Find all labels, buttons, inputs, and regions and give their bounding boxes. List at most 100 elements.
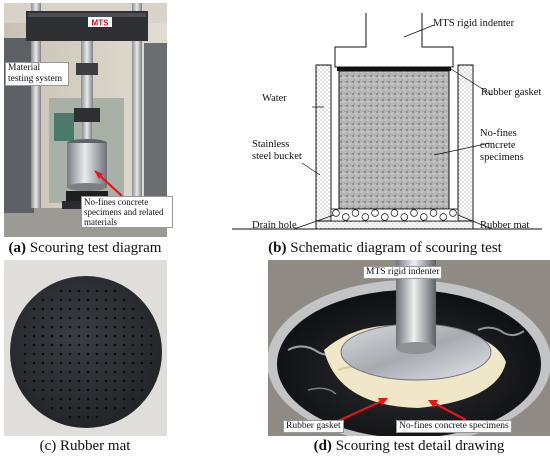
mat-hole: [59, 352, 63, 356]
mat-hole: [77, 370, 81, 374]
mat-hole: [131, 325, 135, 329]
arrow-to-gasket: [335, 399, 385, 423]
scouring-test-schematic: [232, 13, 542, 230]
mat-hole: [122, 379, 126, 383]
mat-hole: [131, 397, 135, 401]
mat-hole: [86, 352, 90, 356]
mat-hole: [77, 307, 81, 311]
mat-hole: [50, 325, 54, 329]
mat-hole: [95, 415, 99, 419]
mat-hole: [122, 307, 126, 311]
mat-hole: [95, 325, 99, 329]
mat-hole: [131, 316, 135, 320]
mat-hole: [68, 316, 72, 320]
caption-b: (b) Schematic diagram of scouring test: [268, 240, 502, 256]
mat-hole: [41, 334, 45, 338]
mat-hole: [23, 370, 27, 374]
mat-hole: [32, 307, 36, 311]
mat-hole: [77, 406, 81, 410]
mat-hole: [140, 379, 144, 383]
mat-hole: [77, 397, 81, 401]
mat-hole: [122, 388, 126, 392]
drain-hole: [390, 209, 399, 217]
mat-hole: [23, 352, 27, 356]
mat-hole: [104, 361, 108, 365]
mat-hole: [32, 379, 36, 383]
mat-hole: [104, 379, 108, 383]
mat-hole: [50, 316, 54, 320]
mat-hole: [140, 370, 144, 374]
mat-hole: [59, 343, 63, 347]
mat-hole: [131, 334, 135, 338]
mat-hole: [122, 361, 126, 365]
drain-holes: [332, 209, 457, 221]
mat-hole: [41, 343, 45, 347]
mat-hole: [77, 289, 81, 293]
mat-hole: [122, 316, 126, 320]
mat-hole: [68, 307, 72, 311]
drain-hole: [381, 213, 389, 221]
caption-d: (d) Scouring test detail drawing: [313, 438, 505, 454]
mat-hole: [95, 343, 99, 347]
drain-hole: [400, 213, 409, 221]
mat-hole: [59, 316, 63, 320]
mat-hole: [68, 397, 72, 401]
bucket-wall-left: [315, 64, 332, 230]
rubber-mat-photo: [4, 260, 167, 436]
mat-hole: [68, 343, 72, 347]
caption-c: (c) Rubber mat: [39, 438, 131, 454]
mat-hole: [32, 388, 36, 392]
arrow-to-specimens-d: [431, 401, 467, 421]
mat-hole: [113, 352, 117, 356]
mat-hole: [86, 298, 90, 302]
drain-hole: [449, 209, 457, 217]
mat-hole: [50, 397, 54, 401]
mat-hole: [131, 361, 135, 365]
mat-hole: [77, 343, 81, 347]
mat-hole: [23, 379, 27, 383]
mat-hole: [104, 397, 108, 401]
mat-hole: [95, 361, 99, 365]
mat-hole: [41, 298, 45, 302]
mat-hole: [41, 379, 45, 383]
mat-hole: [77, 361, 81, 365]
mat-hole: [32, 325, 36, 329]
mat-hole: [23, 343, 27, 347]
drain-hole: [429, 209, 438, 217]
mat-hole: [59, 298, 63, 302]
label-d-mts-indenter: MTS rigid indenter: [363, 266, 443, 279]
mat-hole: [113, 406, 117, 410]
mat-hole: [122, 352, 126, 356]
mat-hole: [86, 388, 90, 392]
mat-hole: [104, 289, 108, 293]
mat-hole: [113, 307, 117, 311]
mat-hole: [77, 415, 81, 419]
mat-hole: [86, 361, 90, 365]
mat-hole: [140, 316, 144, 320]
mat-hole: [32, 316, 36, 320]
mat-hole: [59, 388, 63, 392]
mat-hole: [86, 316, 90, 320]
panel-d-photo: [268, 260, 550, 436]
rubber-gasket: [337, 67, 451, 71]
mat-hole: [104, 343, 108, 347]
rigid-indenter: [334, 13, 454, 68]
mat-hole: [41, 388, 45, 392]
mat-hole: [86, 325, 90, 329]
mat-hole: [59, 370, 63, 374]
mat-hole: [68, 415, 72, 419]
mat-hole: [122, 406, 126, 410]
mat-hole: [50, 343, 54, 347]
mat-hole: [113, 343, 117, 347]
drain-hole: [410, 209, 418, 217]
mat-hole: [68, 370, 72, 374]
label-rubber-gasket: Rubber gasket: [481, 87, 542, 98]
mat-hole: [77, 334, 81, 338]
mat-hole: [86, 289, 90, 293]
mat-hole: [59, 334, 63, 338]
mat-hole: [95, 379, 99, 383]
mat-hole: [131, 343, 135, 347]
mat-hole: [122, 334, 126, 338]
mat-hole: [104, 352, 108, 356]
mat-hole: [59, 379, 63, 383]
